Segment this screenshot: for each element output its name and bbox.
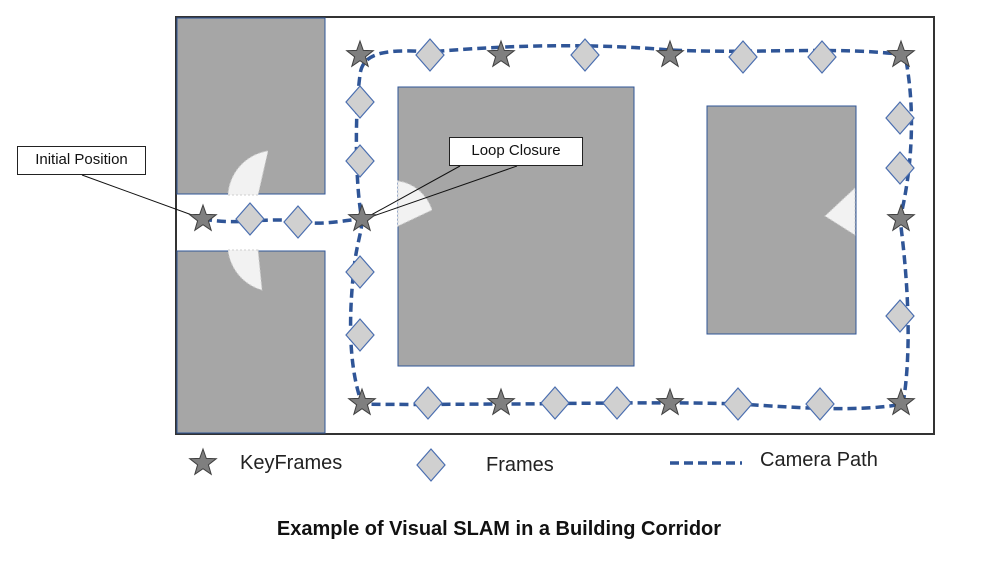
figure-caption: Example of Visual SLAM in a Building Cor… bbox=[276, 518, 722, 540]
loop-pointer-line bbox=[361, 165, 461, 221]
loop-closure-label: Loop Closure bbox=[449, 137, 583, 166]
room-center bbox=[397, 86, 635, 367]
initial-position-label: Initial Position bbox=[17, 146, 146, 175]
camera-fov-icon bbox=[397, 180, 433, 227]
loop-pointer-line bbox=[361, 165, 518, 221]
legend-keyframes-label: KeyFrames bbox=[240, 452, 343, 474]
legend-frame-diamond-icon bbox=[416, 448, 446, 482]
legend-keyframe-star-icon bbox=[189, 448, 217, 475]
initial-pointer-line bbox=[81, 174, 204, 220]
camera-fov-icon bbox=[824, 186, 856, 236]
camera-fov-icon bbox=[227, 150, 269, 196]
camera-fov-icon bbox=[227, 249, 263, 291]
legend-camera-path-label: Camera Path bbox=[760, 449, 878, 471]
legend-frames-label: Frames bbox=[486, 454, 554, 476]
